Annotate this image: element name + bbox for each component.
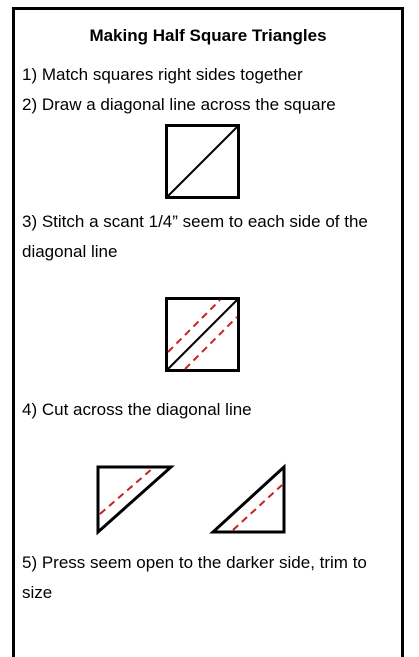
diagonal-line [167, 299, 238, 370]
step-4: 4) Cut across the diagonal line [22, 400, 252, 419]
step-3: 3) Stitch a scant 1/4” seem to each side… [22, 212, 368, 261]
cut-triangle-right [209, 463, 286, 534]
step-1: 1) Match squares right sides together [22, 65, 303, 84]
card-title: Making Half Square Triangles [89, 26, 327, 45]
diagonal-line [167, 126, 238, 197]
step-5: 5) Press seem open to the darker side, t… [22, 553, 367, 602]
square-stitch-figure [165, 297, 240, 372]
square-outline [165, 124, 240, 199]
cut-triangle-left [96, 465, 175, 536]
stitch-line-upper [167, 299, 221, 353]
square-diagonal-figure [165, 124, 240, 199]
step-2: 2) Draw a diagonal line across the squar… [22, 95, 336, 114]
instruction-card: Making Half Square Triangles 1) Match sq… [12, 7, 404, 657]
square-outline [165, 297, 240, 372]
triangle-outline [209, 463, 286, 534]
stitch-line-lower [184, 316, 238, 370]
triangle-outline [96, 465, 175, 536]
